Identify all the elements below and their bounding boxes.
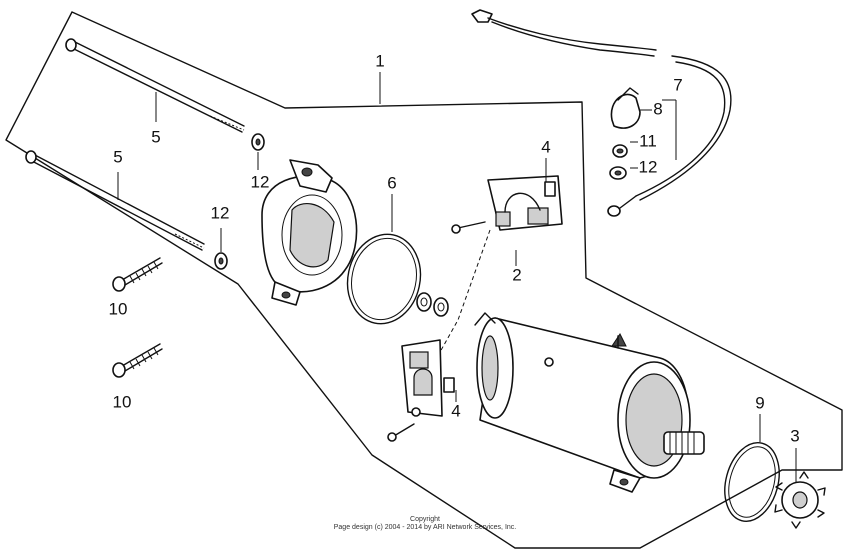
callout-12-lower: 12 xyxy=(211,203,230,222)
callout-6: 6 xyxy=(387,173,396,192)
brush-holder-lower xyxy=(387,339,455,442)
assembly-outline xyxy=(5,11,843,549)
nut-11 xyxy=(612,144,628,158)
pinion-gear-3 xyxy=(774,471,826,529)
through-bolt-lower xyxy=(25,150,205,251)
starter-motor xyxy=(474,312,705,493)
callout-10-lower: 10 xyxy=(113,392,132,411)
washer-12-upper xyxy=(251,133,265,151)
callout-5-upper: 5 xyxy=(151,127,160,146)
callout-2: 2 xyxy=(512,265,521,284)
screw-10-lower xyxy=(112,343,163,378)
washer-12-terminal xyxy=(609,166,627,180)
callout-9: 9 xyxy=(755,393,764,412)
o-ring-6 xyxy=(346,233,422,325)
front-cover xyxy=(261,159,358,306)
callout-1: 1 xyxy=(375,51,384,70)
washer-pair xyxy=(416,292,449,317)
copyright-notice: Page design (c) 2004 - 2014 by ARI Netwo… xyxy=(333,524,517,531)
callout-12-terminal: 12 xyxy=(639,157,658,176)
washer-12-lower xyxy=(214,252,228,270)
callout-4-lower: 4 xyxy=(451,401,460,420)
starter-cable-7 xyxy=(471,9,732,217)
callout-12-upper: 12 xyxy=(251,172,270,191)
callout-3: 3 xyxy=(790,426,799,445)
screw-10-upper xyxy=(112,257,163,292)
brush-holder-upper xyxy=(451,175,563,234)
copyright-label: Copyright xyxy=(410,516,440,523)
through-bolt-upper xyxy=(65,38,245,133)
callout-10-upper: 10 xyxy=(109,299,128,318)
callout-4-upper: 4 xyxy=(541,137,550,156)
o-ring-9 xyxy=(724,442,780,522)
callout-8: 8 xyxy=(653,99,662,118)
callout-5-lower: 5 xyxy=(113,147,122,166)
callout-11: 11 xyxy=(639,131,657,150)
callout-7: 7 xyxy=(673,75,682,94)
leader-lines xyxy=(117,72,797,482)
terminal-cap-8 xyxy=(610,87,641,129)
